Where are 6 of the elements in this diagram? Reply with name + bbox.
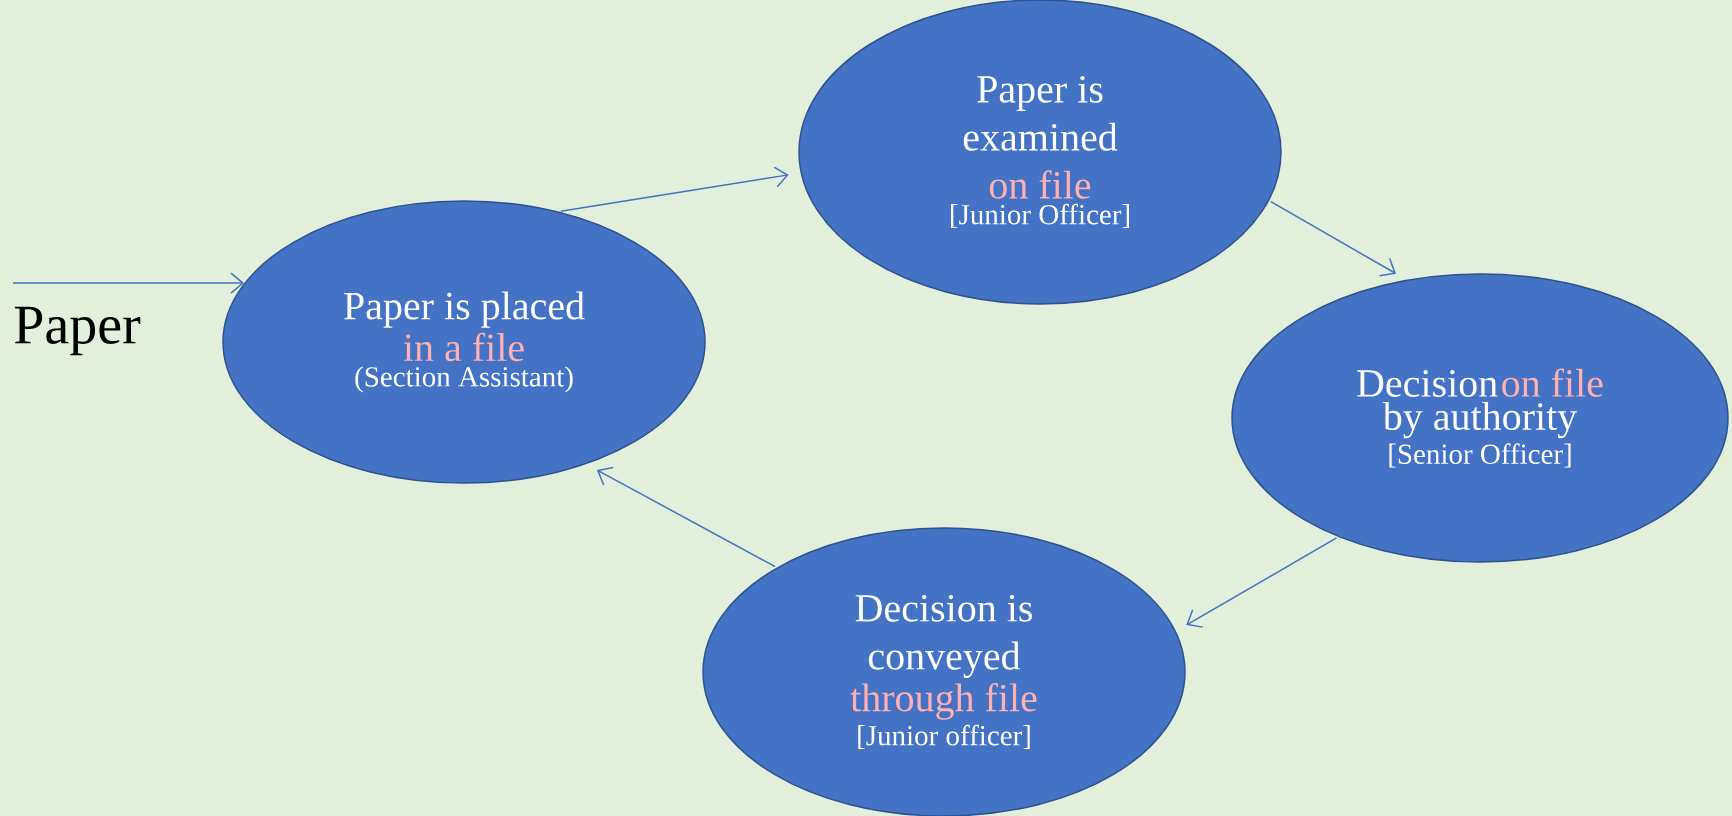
arrow <box>12 272 245 294</box>
arrow <box>559 166 789 212</box>
start-label: Paper <box>14 306 141 356</box>
arrow <box>596 466 776 568</box>
arrow <box>1270 200 1397 277</box>
arrow <box>1186 537 1338 628</box>
